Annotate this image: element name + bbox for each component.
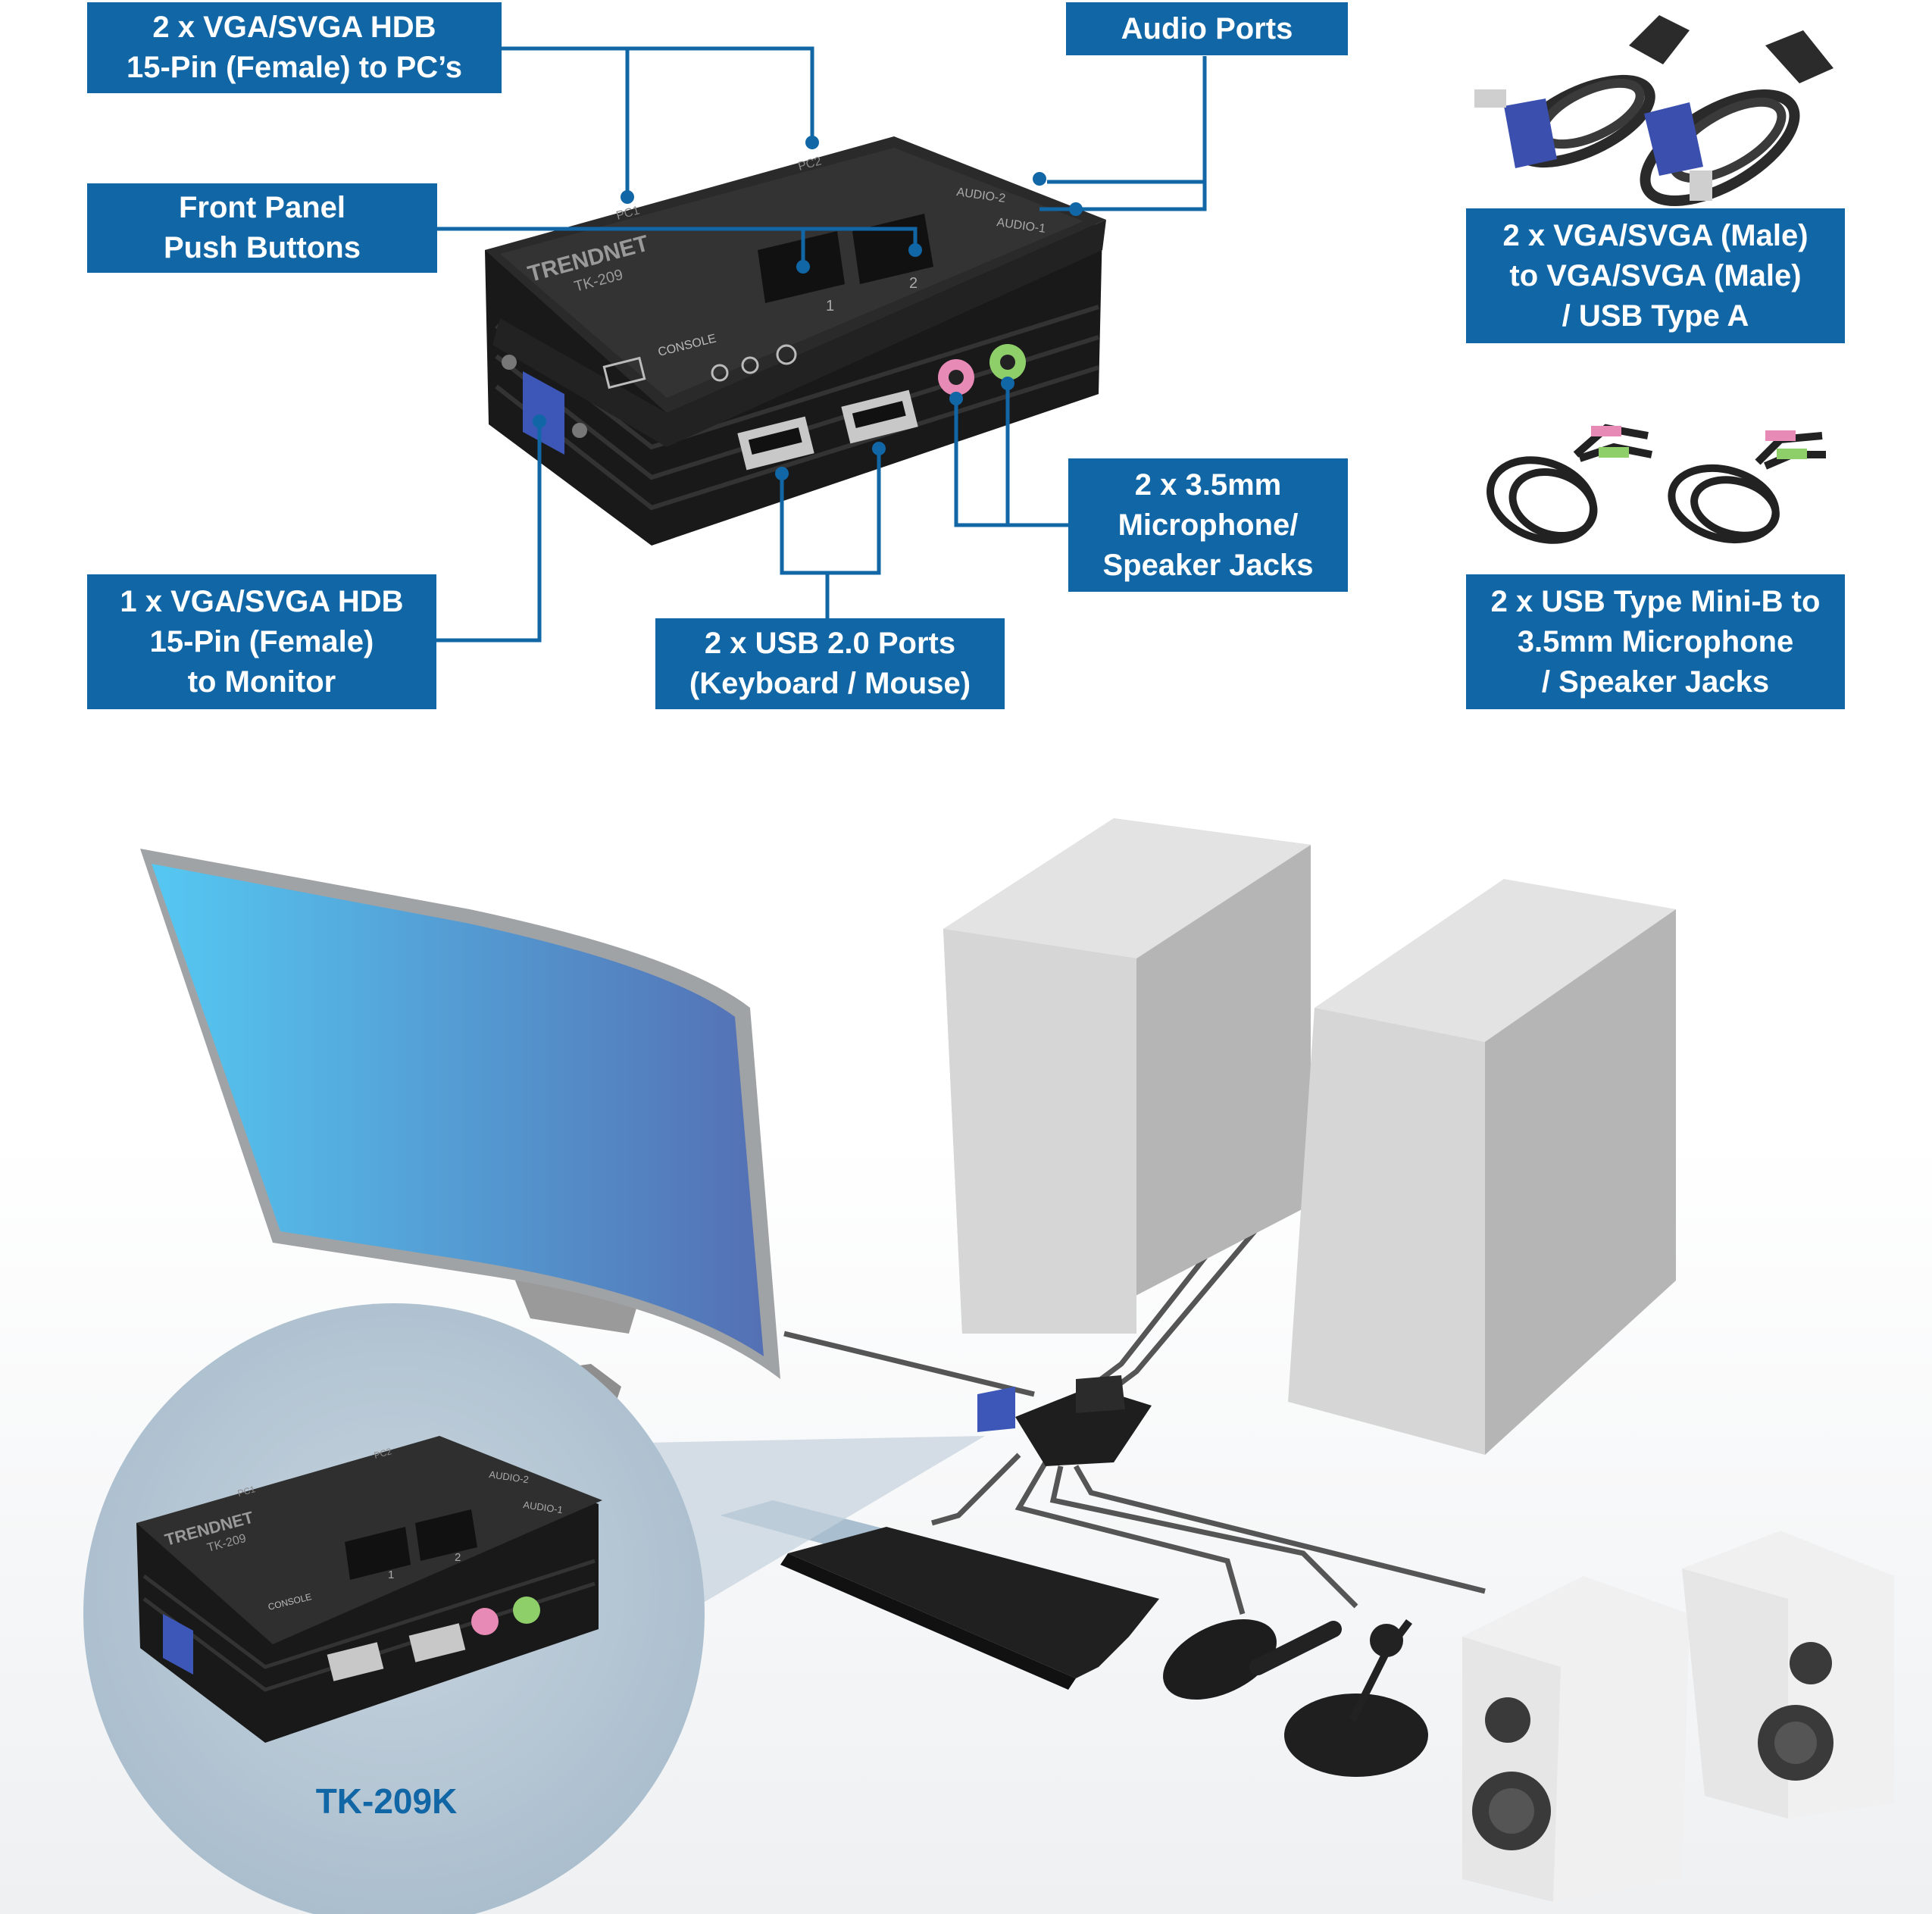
callout-vga-to-monitor: 1 x VGA/SVGA HDB 15-Pin (Female) to Moni… [87,574,436,709]
inset-button-1-label: 1 [388,1568,394,1581]
button-2-label: 2 [909,275,918,292]
callout-audio-ports-text: Audio Ports [1121,11,1293,45]
callout-vga-cables-text: 2 x VGA/SVGA (Male) to VGA/SVGA (Male) /… [1502,218,1809,333]
callout-audio-ports: Audio Ports [1066,2,1348,55]
callout-audio-cables: 2 x USB Type Mini-B to 3.5mm Microphone … [1466,574,1845,709]
keyboard [720,1500,1159,1690]
audio-cable-bundle-2 [1668,432,1826,544]
microphone [1249,1619,1428,1777]
callout-audio-jacks: 2 x 3.5mm Microphone/ Speaker Jacks [1068,458,1348,592]
callout-vga-to-monitor-text: 1 x VGA/SVGA HDB 15-Pin (Female) to Moni… [120,584,404,699]
callout-leader-lines [436,46,1207,643]
audio-cable-bundle-1 [1487,424,1652,544]
audio-plugs-1 [1591,426,1629,458]
inset-audio-1-label: AUDIO-1 [523,1499,564,1515]
kvm-switch-scene [977,1375,1152,1466]
callout-front-panel-buttons: Front Panel Push Buttons [87,183,437,273]
kvm-switch-large [485,136,1106,546]
callout-audio-cables-text: 2 x USB Type Mini-B to 3.5mm Microphone … [1490,584,1821,699]
product-model-label: TK-209K [315,1781,458,1821]
callout-leader-dots [533,136,1083,480]
mouse [1163,1619,1277,1700]
speaker-left [1462,1576,1690,1902]
callout-vga-to-pc-text: 2 x VGA/SVGA HDB 15-Pin (Female) to PC’s [126,11,463,84]
inset-pc2-label: PC2 [373,1446,392,1461]
inset-pc1-label: PC1 [236,1484,256,1499]
callout-usb-ports-text: 2 x USB 2.0 Ports (Keyboard / Mouse) [689,627,971,700]
callout-usb-ports: 2 x USB 2.0 Ports (Keyboard / Mouse) [655,618,1005,709]
pc-tower-1 [943,818,1311,1334]
callout-vga-to-pc: 2 x VGA/SVGA HDB 15-Pin (Female) to PC’s [87,2,502,93]
callout-front-panel-buttons-text: Front Panel Push Buttons [164,191,361,264]
vga-cable-bundle-1 [1474,15,1690,168]
callout-vga-cables: 2 x VGA/SVGA (Male) to VGA/SVGA (Male) /… [1466,208,1845,343]
button-1-label: 1 [826,298,834,314]
inset-audio-2-label: AUDIO-2 [489,1468,530,1485]
audio-plugs-2 [1765,430,1807,459]
callout-audio-jacks-text: 2 x 3.5mm Microphone/ Speaker Jacks [1102,468,1314,582]
pc-tower-2 [1288,879,1676,1455]
speaker-right [1682,1531,1894,1819]
vga-cable-bundle-2 [1640,30,1834,206]
inset-button-2-label: 2 [455,1551,461,1564]
kvm-switch-inset [136,1436,602,1743]
